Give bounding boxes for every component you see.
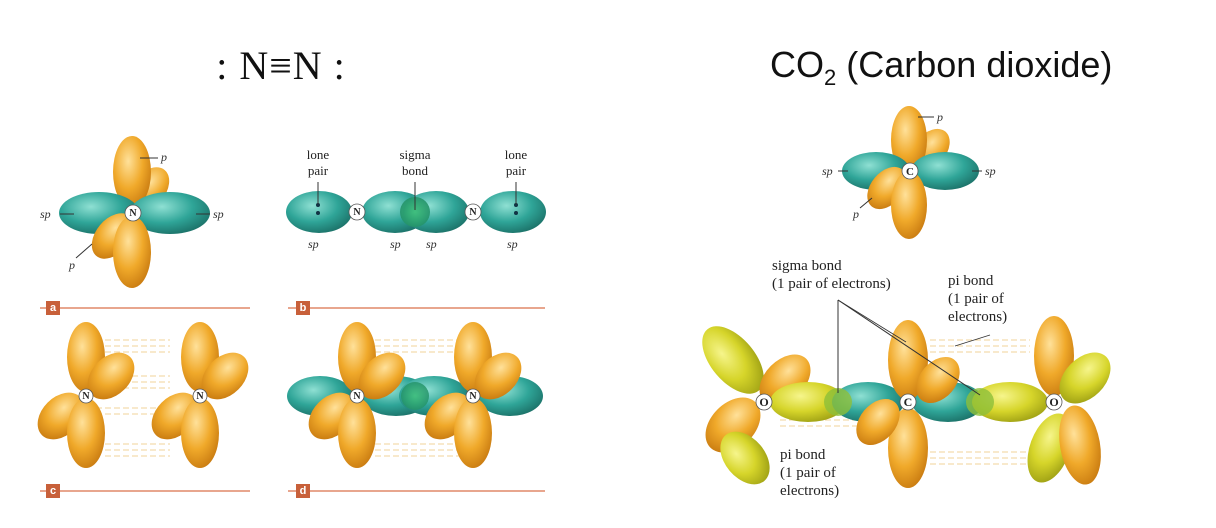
panel-b-atom-right: N — [469, 207, 477, 218]
co2-sigma-bond-label: sigma bond (1 pair of electrons) — [772, 258, 891, 292]
co2-atom-c: C — [903, 395, 913, 409]
co2-title: CO2 (Carbon dioxide) — [770, 44, 1112, 91]
panel-c-tag: c — [46, 484, 60, 498]
panel-b-sigma-bond: sigma bond — [399, 147, 431, 178]
co2-title-subscript: 2 — [824, 65, 837, 91]
panel-a-p-bottom-label: p — [69, 258, 75, 272]
panel-b-tag: b — [296, 301, 310, 315]
panel-b-sp-label-1: sp — [308, 237, 319, 251]
carbon-sp-left-label: sp — [822, 164, 833, 178]
nitrogen-panel-b — [286, 182, 546, 233]
co2-title-prefix: CO — [770, 44, 824, 85]
panel-b-sp-label-4: sp — [507, 237, 518, 251]
carbon-orbital — [838, 106, 982, 239]
panel-a-sp-right-label: sp — [213, 207, 224, 221]
co2-pi-bond-top-label: pi bond (1 pair of electrons) — [948, 273, 1008, 325]
nitrogen-lewis-structure: : N≡N : — [216, 43, 346, 88]
panel-b-lone-pair-left: lone pair — [306, 147, 330, 178]
panel-c-atom-left: N — [82, 391, 90, 402]
nitrogen-panel-c — [37, 322, 249, 468]
panel-c-atom-right: N — [196, 391, 204, 402]
carbon-p-bottom-label: p — [853, 207, 859, 221]
panel-a-p-top-label: p — [161, 150, 167, 164]
carbon-orbital-atom: C — [906, 166, 914, 178]
panel-a-sp-left-label: sp — [40, 207, 51, 221]
panel-d-tag: d — [296, 484, 310, 498]
carbon-sp-right-label: sp — [985, 164, 996, 178]
panel-a-atom: N — [129, 208, 137, 219]
co2-molecule — [702, 299, 1111, 488]
panel-d-atom-left: N — [353, 391, 361, 402]
panel-d-atom-right: N — [469, 391, 477, 402]
panel-b-sp-label-3: sp — [426, 237, 437, 251]
carbon-p-top-label: p — [937, 110, 943, 124]
panel-a-tag: a — [46, 301, 60, 315]
nitrogen-panel-a — [59, 136, 210, 288]
co2-atom-o-right: O — [1049, 395, 1059, 409]
panel-b-atom-left: N — [353, 207, 361, 218]
panel-b-lone-pair-right: lone pair — [504, 147, 528, 178]
section-rules — [40, 307, 545, 492]
panel-b-sp-label-2: sp — [390, 237, 401, 251]
co2-pi-bond-bottom-label: pi bond (1 pair of electrons) — [780, 447, 840, 499]
co2-atom-o-left: O — [759, 395, 769, 409]
nitrogen-panel-d — [287, 322, 543, 468]
co2-title-suffix: (Carbon dioxide) — [836, 44, 1113, 85]
